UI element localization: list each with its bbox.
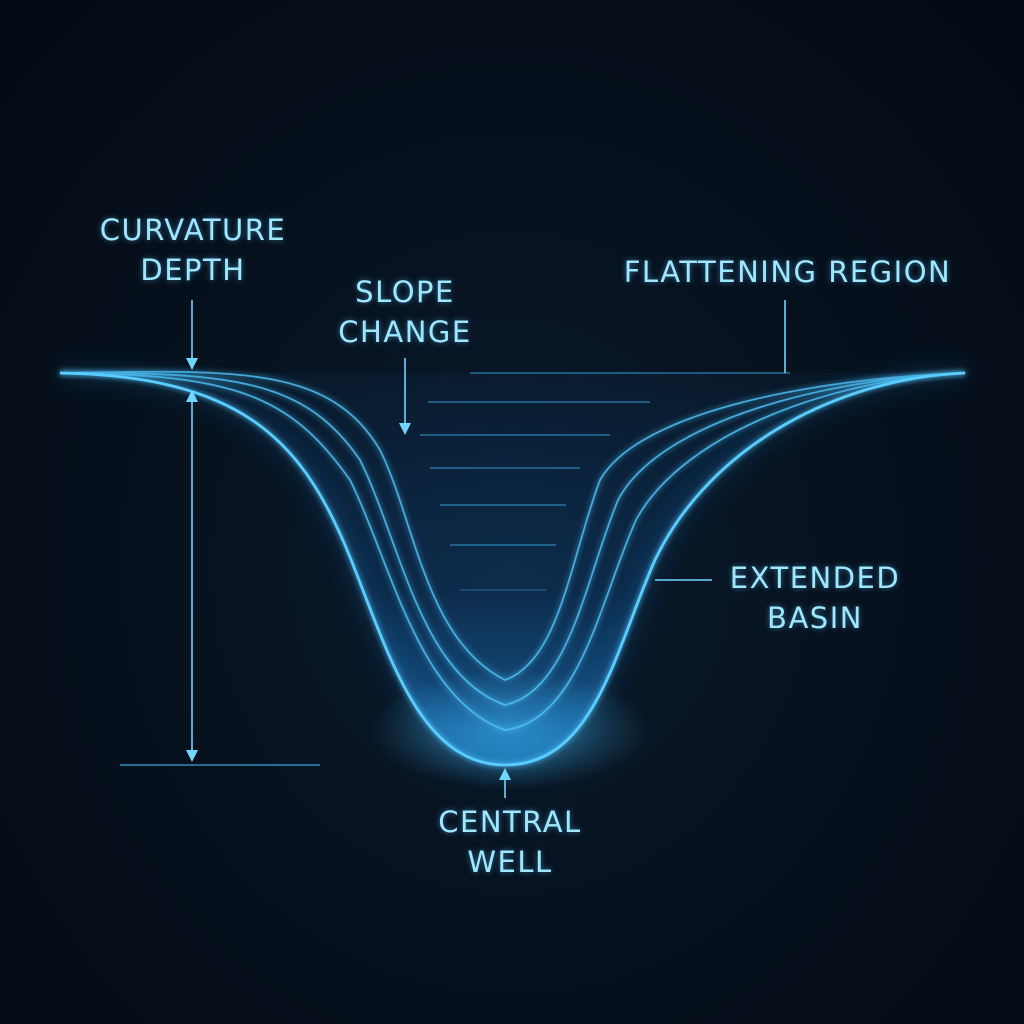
curvature-depth-pointer <box>186 300 198 370</box>
label-extended-basin-line2: BASIN <box>767 601 863 635</box>
label-extended-basin: EXTENDED BASIN <box>725 558 905 638</box>
label-extended-basin-line1: EXTENDED <box>729 561 901 595</box>
label-central-well-line1: CENTRAL <box>438 805 582 839</box>
label-flattening-region: FLATTENING REGION <box>620 252 955 292</box>
contour-lines <box>420 372 790 591</box>
well-fill <box>60 373 965 765</box>
label-curvature-depth-line1: CURVATURE <box>99 213 287 247</box>
nested-curves <box>59 370 966 731</box>
label-curvature-depth: CURVATURE DEPTH <box>95 210 291 290</box>
label-central-well: CENTRAL WELL <box>430 802 590 882</box>
label-slope-change: SLOPE CHANGE <box>330 272 480 352</box>
central-well-pointer <box>499 768 511 798</box>
label-slope-change-line1: SLOPE <box>355 275 455 309</box>
slope-change-pointer <box>399 358 411 435</box>
label-flattening-region-line1: FLATTENING REGION <box>623 255 952 289</box>
label-curvature-depth-line2: DEPTH <box>140 253 246 287</box>
label-central-well-line2: WELL <box>467 845 553 879</box>
depth-dimension-line <box>186 390 198 762</box>
label-slope-change-line2: CHANGE <box>338 315 472 349</box>
